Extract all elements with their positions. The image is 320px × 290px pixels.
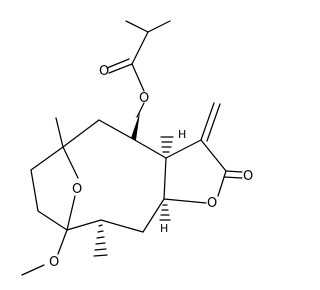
exocyclic-methylene — [200, 102, 221, 142]
bridge-bond-lower — [66, 195, 76, 231]
methoxy-o-bond — [57, 229, 68, 255]
wedge-bond-c6 — [131, 112, 140, 140]
ring-bond-8 — [142, 198, 165, 233]
acyl-ester-bond — [131, 63, 145, 92]
lactone-co-bond-a — [225, 170, 243, 173]
bridge-bond-upper — [62, 146, 79, 179]
ester-o-label: O — [139, 91, 149, 106]
methyl-bond-c10 — [55, 117, 64, 148]
methoxy-group — [21, 229, 68, 276]
methoxy-o-label: O — [49, 255, 59, 270]
ring-bond-10 — [132, 138, 167, 159]
lactone-carbonyl — [223, 170, 243, 179]
isobutyryl-group — [106, 20, 171, 118]
lactone-co-o-label: O — [243, 169, 253, 184]
lactone-o-label: O — [207, 196, 217, 211]
lactone-bond-3 — [217, 170, 227, 197]
hashed-bond-h-bottom — [159, 204, 171, 221]
carbonyl-double-bond-b — [106, 58, 130, 69]
wedge-bond-ester — [134, 116, 140, 119]
hashed-bond-h-top — [160, 136, 174, 153]
alpha-carbon-bond — [131, 31, 149, 65]
carbonyl-o-label: O — [99, 64, 109, 79]
methylene-bond-b — [206, 103, 221, 142]
ring-bond-4 — [30, 169, 39, 212]
bridge-o-label: O — [72, 182, 82, 197]
lactone-ring — [163, 139, 227, 204]
ring-bond-2 — [62, 119, 100, 148]
h-bottom-label: H — [160, 222, 168, 235]
carbonyl-double-bond-a — [108, 63, 133, 74]
methylene-bond-a — [200, 102, 215, 141]
methoxy-methyl-bond — [21, 264, 45, 276]
ring-skeleton — [30, 119, 167, 233]
ether-bridge — [62, 146, 79, 231]
lactone-bond-1 — [165, 139, 202, 159]
ring-bond-5 — [37, 210, 68, 231]
h-top-label: H — [178, 128, 186, 141]
chemical-structure-diagram: O O O O O O H H — [21, 20, 253, 276]
ring-bond-1 — [98, 119, 134, 140]
hashed-bond-methyl — [93, 224, 108, 257]
lactone-co-bond-b — [223, 176, 243, 179]
ring-bond-6 — [66, 219, 102, 231]
lactone-bond-4 — [163, 198, 207, 204]
methyl-bond-left — [125, 20, 149, 33]
methyl-bond-right — [147, 20, 171, 33]
ring-bond-9 — [163, 157, 167, 200]
lactone-bond-2 — [200, 139, 227, 172]
ester-o-ring-bond — [136, 102, 145, 118]
ring-bond-3 — [30, 146, 64, 171]
ring-bond-7 — [100, 219, 144, 233]
